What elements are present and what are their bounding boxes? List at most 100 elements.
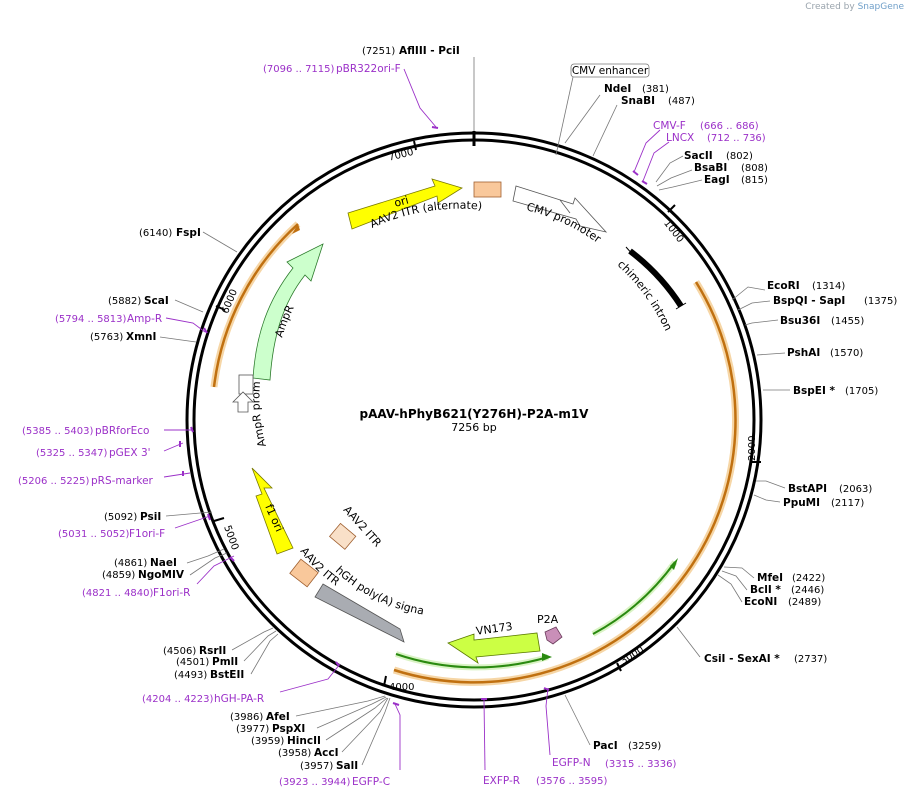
site-pacI[interactable]: PacI: [593, 740, 618, 752]
site-pos: (815): [741, 175, 768, 186]
site-psiI[interactable]: PsiI: [140, 511, 161, 523]
site-sacII[interactable]: SacII: [684, 150, 713, 162]
site-bstEII[interactable]: BstEII: [210, 669, 244, 681]
site-pos: (2446): [791, 585, 824, 596]
feature-p2a-label: P2A: [537, 613, 559, 626]
feature-ampr-promoter[interactable]: [238, 374, 254, 395]
site-ppuMI[interactable]: PpuMI: [783, 497, 820, 509]
site-bstAPI[interactable]: BstAPI: [788, 483, 827, 495]
site-pos: (808): [741, 163, 768, 174]
site-csiI-sexAI[interactable]: CsiI - SexAI *: [704, 653, 780, 665]
primer-range: (5206 .. 5225): [18, 476, 90, 487]
primer-hgh-pa-r[interactable]: hGH-PA-R: [214, 693, 264, 705]
tick-label-3000: 3000: [619, 644, 646, 667]
site-afeI[interactable]: AfeI: [266, 711, 290, 723]
site-pmlI[interactable]: PmlI: [212, 656, 238, 668]
site-pos: (3259): [628, 741, 661, 752]
restriction-sites: (7251) AflIII - PciI NdeI (381) SnaBI (4…: [90, 45, 897, 772]
site-pos: (3977): [236, 724, 269, 735]
feature-cmv-promoter[interactable]: [512, 185, 608, 233]
site-callout-lines: [159, 57, 790, 766]
site-aflIII-pciI[interactable]: AflIII - PciI: [399, 45, 460, 57]
site-pos: (1314): [812, 281, 845, 292]
site-pos: (2489): [788, 597, 821, 608]
snapgene-credit: Created by SnapGene: [805, 2, 904, 12]
feature-aav2-itr-alternate[interactable]: [473, 181, 502, 198]
site-pos: (3986): [230, 712, 263, 723]
site-bsaBI[interactable]: BsaBI: [694, 162, 727, 174]
feature-chimeric-intron[interactable]: [628, 248, 684, 308]
feature-ori-label: ori: [393, 194, 410, 210]
site-pos: (3959): [251, 736, 284, 747]
intron-cap: [675, 302, 687, 310]
primer-range: (5325 .. 5347): [36, 448, 108, 459]
site-ngoMIV[interactable]: NgoMIV: [138, 569, 185, 581]
site-pos: (4859): [102, 570, 135, 581]
orf-green-arrowhead-2: [542, 653, 552, 661]
primer-prs-marker[interactable]: pRS-marker: [91, 475, 154, 487]
primer-amp-r[interactable]: Amp-R: [127, 313, 162, 325]
primer-f1ori-f[interactable]: F1ori-F: [129, 528, 165, 540]
feature-hgh-polya[interactable]: [314, 583, 405, 643]
site-bspEI[interactable]: BspEI *: [793, 385, 836, 397]
site-pos: (2063): [839, 484, 872, 495]
site-eagI[interactable]: EagI: [704, 174, 730, 186]
site-naeI[interactable]: NaeI: [150, 557, 177, 569]
feature-aav2-itr-2[interactable]: [289, 558, 319, 588]
site-ndeI[interactable]: NdeI: [604, 83, 631, 95]
feature-ampr[interactable]: [252, 243, 324, 381]
site-xmnI[interactable]: XmnI: [126, 331, 156, 343]
primer-pgex-3[interactable]: pGEX 3': [109, 447, 151, 459]
primer-lncx[interactable]: LNCX: [666, 132, 694, 144]
site-pos: (2737): [794, 654, 827, 665]
site-pos: (4501): [176, 657, 209, 668]
site-bclI[interactable]: BclI *: [750, 584, 781, 596]
site-rsrII[interactable]: RsrII: [199, 645, 226, 657]
site-salI[interactable]: SalI: [336, 760, 358, 772]
site-bsu36I[interactable]: Bsu36I: [780, 315, 820, 327]
site-accI[interactable]: AccI: [314, 747, 338, 759]
primer-pbr322ori-f[interactable]: pBR322ori-F: [336, 63, 401, 75]
feature-ori[interactable]: [347, 178, 463, 230]
site-pos: (381): [642, 84, 669, 95]
site-ecoRI[interactable]: EcoRI: [767, 280, 800, 292]
site-snaBI[interactable]: SnaBI: [621, 95, 655, 107]
feature-vn173[interactable]: [447, 632, 541, 664]
site-mfeI[interactable]: MfeI: [757, 572, 783, 584]
credit-brand: SnapGene: [857, 2, 904, 12]
feature-f1-ori[interactable]: [251, 467, 294, 555]
tick-label-4000: 4000: [389, 682, 414, 693]
ampr-promoter-arrow: [232, 391, 254, 413]
site-fspI[interactable]: FspI: [176, 227, 201, 239]
site-bspQI-sapI[interactable]: BspQI - SapI: [773, 295, 845, 307]
feature-vn173-label: VN173: [475, 620, 513, 638]
primer-egfp-c[interactable]: EGFP-C: [352, 776, 390, 788]
feature-ampr-promoter-label: AmpR promoter: [0, 0, 269, 449]
site-pos: (2422): [792, 573, 825, 584]
site-ecoNI[interactable]: EcoNI: [744, 596, 777, 608]
feature-aav2-itr-1[interactable]: [328, 522, 357, 550]
site-pos: (487): [668, 96, 695, 107]
tick-mark: [413, 140, 417, 151]
primer-f1ori-r[interactable]: F1ori-R: [153, 587, 190, 599]
primer-range: (5794 .. 5813): [55, 314, 127, 325]
site-pshAI[interactable]: PshAI: [787, 347, 820, 359]
site-pos: (2117): [831, 498, 864, 509]
callout-line: [555, 76, 574, 156]
primer-exfp-r[interactable]: EXFP-R: [483, 775, 520, 787]
credit-prefix: Created by: [805, 2, 855, 12]
plasmid-length: 7256 bp: [451, 421, 496, 434]
site-scaI[interactable]: ScaI: [144, 295, 169, 307]
site-pspXI[interactable]: PspXI: [272, 723, 305, 735]
tick-label-2000: 2000: [747, 436, 758, 461]
site-pos: (7251): [362, 46, 395, 57]
primer-pbrforeco[interactable]: pBRforEco: [95, 425, 149, 437]
primer-egfp-n[interactable]: EGFP-N: [552, 757, 591, 769]
orf-green-arc: [592, 561, 676, 635]
primer-cmv-f[interactable]: CMV-F: [653, 120, 686, 132]
cmv-enhancer-divider: [559, 199, 571, 214]
site-hincII[interactable]: HincII: [287, 735, 321, 747]
feature-p2a[interactable]: [544, 626, 563, 645]
cmv-enhancer-callout-box: [570, 63, 650, 78]
